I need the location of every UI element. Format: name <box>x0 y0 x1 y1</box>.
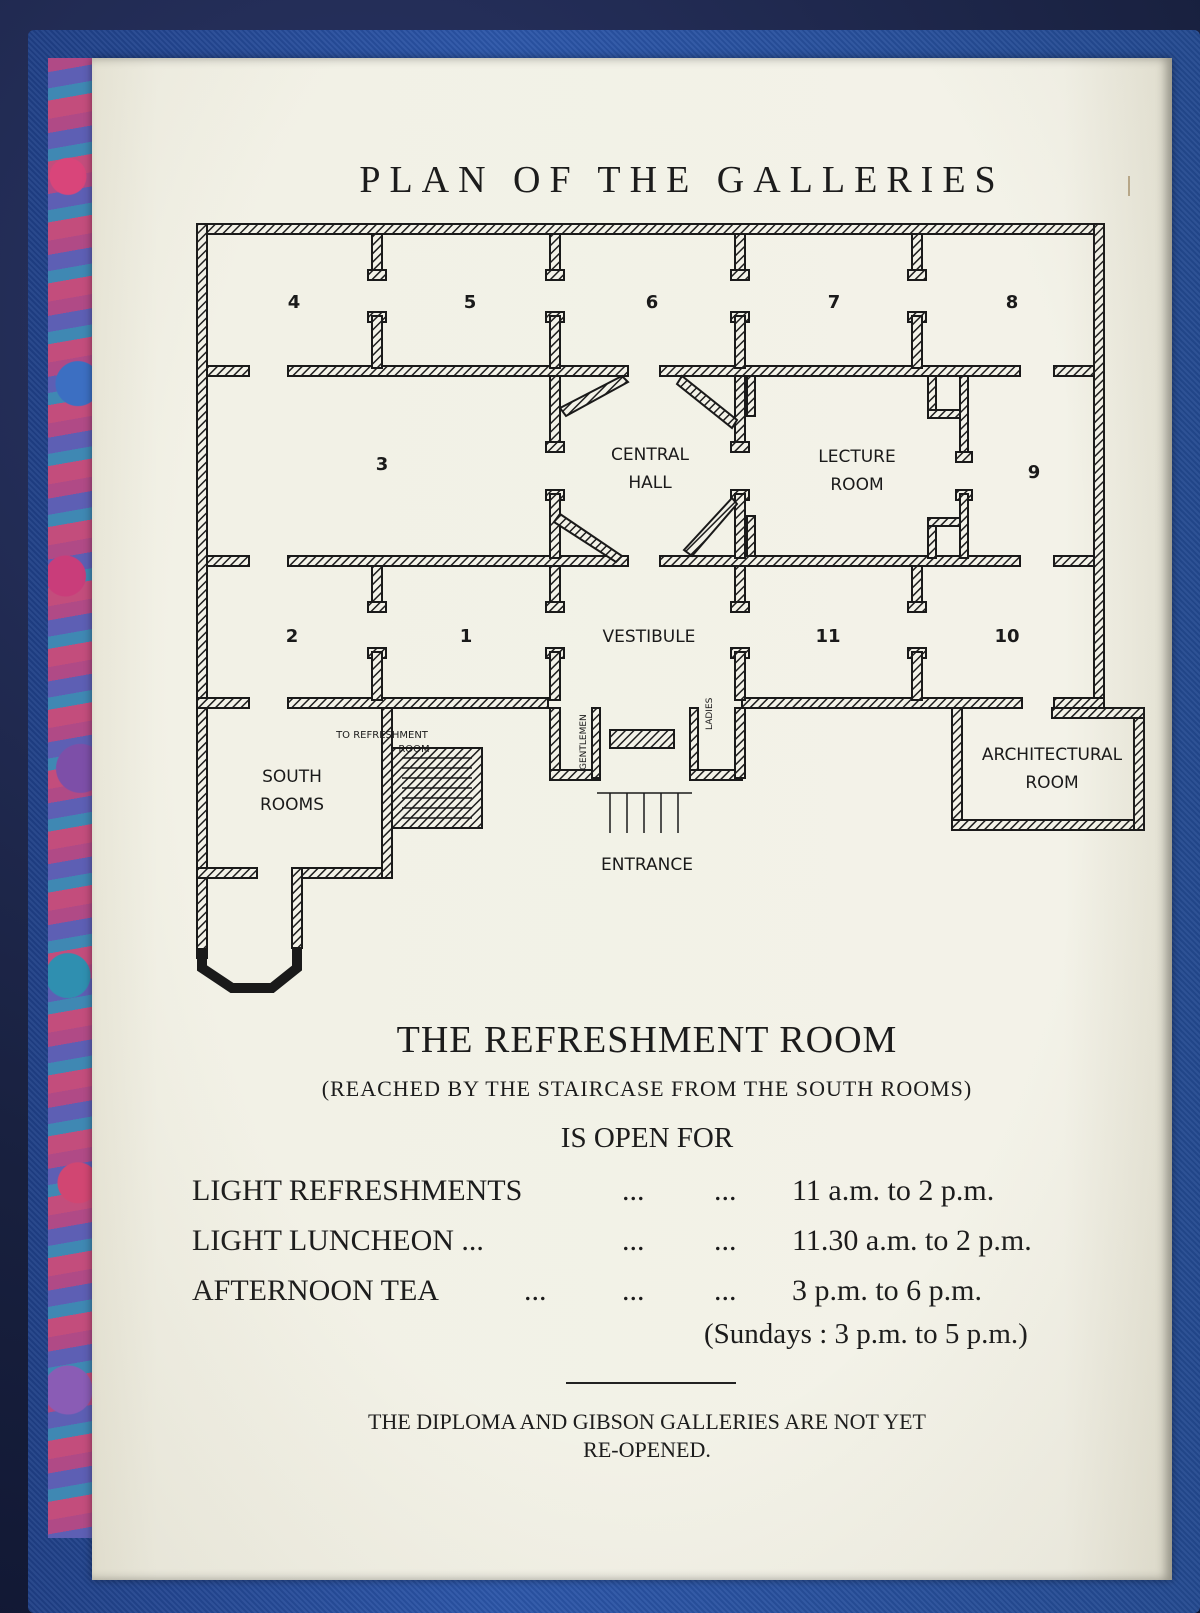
room-label-9: 9 <box>1028 462 1041 483</box>
room-label-7: 7 <box>828 292 841 313</box>
architectural-room-label: ARCHITECTURAL <box>982 745 1123 765</box>
room-label-11: 11 <box>815 626 840 647</box>
room-label-5: 5 <box>464 292 477 313</box>
room-label-4: 4 <box>288 292 301 313</box>
south-rooms-label-2: ROOMS <box>260 795 324 815</box>
refreshment-subtitle: (REACHED BY THE STAIRCASE FROM THE SOUTH… <box>321 1076 973 1101</box>
hours-row: AFTERNOON TEA ... ... ... 3 p.m. to 6 p.… <box>92 1274 1172 1314</box>
hours-time: 3 p.m. to 6 p.m. <box>792 1274 983 1307</box>
plan-walls <box>196 223 1145 993</box>
hours-item: LIGHT REFRESHMENTS <box>192 1174 523 1207</box>
refreshment-title: THE REFRESHMENT ROOM <box>396 1019 898 1061</box>
sunday-hours-note: (Sundays : 3 p.m. to 5 p.m.) <box>704 1318 1028 1350</box>
leader-dots: ... <box>622 1174 645 1207</box>
galleries-notice-line: THE DIPLOMA AND GIBSON GALLERIES ARE NOT… <box>368 1409 926 1434</box>
leader-dots: ... <box>714 1274 737 1307</box>
central-hall-label: CENTRAL <box>611 445 689 465</box>
to-refreshment-label: TO REFRESHMENT <box>335 730 429 741</box>
open-for-heading: IS OPEN FOR <box>560 1122 734 1154</box>
hours-time: 11.30 a.m. to 2 p.m. <box>792 1224 1032 1257</box>
leader-dots: ... <box>622 1274 645 1307</box>
vestibule-label: VESTIBULE <box>603 627 696 647</box>
lecture-room-label-2: ROOM <box>830 475 883 495</box>
gentlemen-label: GENTLEMEN <box>579 714 589 770</box>
leader-dots: ... <box>714 1224 737 1257</box>
room-label-8: 8 <box>1006 292 1019 313</box>
ladies-label: LADIES <box>705 697 715 730</box>
room-label-6: 6 <box>646 292 659 313</box>
room-label-3: 3 <box>376 454 389 475</box>
hours-item: LIGHT LUNCHEON ... <box>192 1224 484 1257</box>
staircase-icon <box>402 757 692 833</box>
leader-dots: ... <box>524 1274 547 1307</box>
galleries-notice: THE DIPLOMA AND GIBSON GALLERIES ARE NOT… <box>92 1408 1172 1464</box>
architectural-room-label-2: ROOM <box>1025 773 1078 793</box>
central-hall-label-2: HALL <box>628 473 672 493</box>
printed-page: PLAN OF THE GALLERIES <box>92 58 1172 1580</box>
lecture-room-label: LECTURE <box>818 447 895 467</box>
page-mark <box>1128 176 1130 196</box>
gallery-floor-plan: 4 5 6 7 8 3 CENTRAL HALL LECTURE ROOM 9 … <box>196 223 1145 993</box>
hours-row: LIGHT LUNCHEON ... ... ... 11.30 a.m. to… <box>92 1224 1172 1264</box>
leader-dots: ... <box>622 1224 645 1257</box>
to-refreshment-label-2: ROOM <box>398 744 429 755</box>
hours-item: AFTERNOON TEA <box>192 1274 439 1307</box>
room-label-1: 1 <box>460 626 473 647</box>
plan-title: PLAN OF THE GALLERIES <box>359 159 1005 201</box>
room-label-10: 10 <box>994 626 1019 647</box>
hours-row: LIGHT REFRESHMENTS ... ... 11 a.m. to 2 … <box>92 1174 1172 1214</box>
hours-time: 11 a.m. to 2 p.m. <box>792 1174 995 1207</box>
galleries-notice-line: RE-OPENED. <box>583 1437 711 1462</box>
room-label-2: 2 <box>286 626 299 647</box>
south-rooms-label: SOUTH <box>262 767 322 787</box>
leader-dots: ... <box>714 1174 737 1207</box>
entrance-label: ENTRANCE <box>601 855 693 875</box>
section-divider <box>566 1382 736 1384</box>
marbled-endpaper <box>48 58 98 1538</box>
